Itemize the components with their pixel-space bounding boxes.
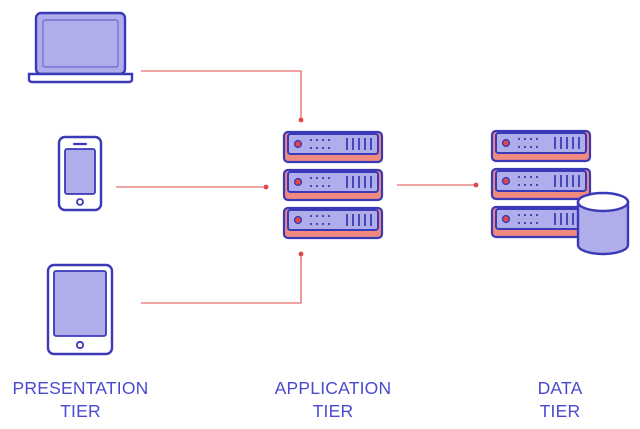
presentation-tier-label: PRESENTATION TIER (0, 377, 161, 423)
tier-label-line2: TIER (312, 401, 354, 421)
server-unit (490, 129, 592, 163)
application-tier-label: APPLICATION TIER (253, 377, 413, 423)
server-unit (282, 168, 384, 202)
connector-dot-left (263, 184, 269, 190)
connector-tablet-to-app (141, 254, 302, 304)
data-tier-label: DATA TIER (500, 377, 620, 423)
tier-label-line1: APPLICATION (274, 378, 392, 398)
connector-dot-bottom (298, 251, 304, 257)
smartphone-icon (57, 135, 103, 212)
tablet-icon (46, 263, 114, 356)
tier-label-line2: TIER (539, 401, 581, 421)
connector-dot-right (473, 182, 479, 188)
connector-laptop-to-app (141, 70, 302, 120)
tier-label-line1: DATA (537, 378, 583, 398)
laptop-icon (27, 11, 134, 84)
connector-dot-top (298, 117, 304, 123)
tier-label-line2: TIER (60, 401, 101, 421)
server-unit (490, 205, 592, 239)
database-icon (576, 191, 630, 256)
server-unit (490, 167, 592, 201)
tier-label-line1: PRESENTATION (12, 378, 149, 398)
data-server-rack-icon (490, 129, 592, 239)
server-rack-icon (282, 130, 384, 240)
server-unit (282, 206, 384, 240)
server-unit (282, 130, 384, 164)
connectors (116, 70, 479, 304)
